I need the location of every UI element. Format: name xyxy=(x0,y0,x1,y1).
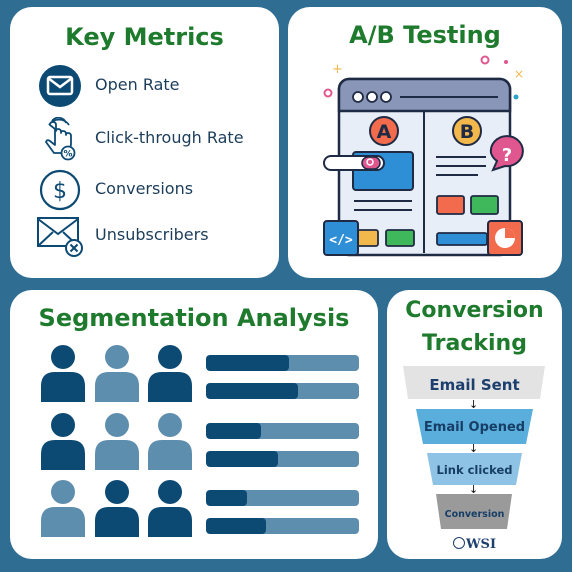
down-arrow-icon: ↓ xyxy=(469,483,479,496)
metric-label: Unsubscribers xyxy=(95,225,209,244)
segment-bar-fill xyxy=(206,518,266,534)
person-icon xyxy=(94,412,140,470)
metric-click-through-rate: % Click-through Rate xyxy=(10,117,279,161)
svg-text:$: $ xyxy=(53,179,67,204)
search-icon xyxy=(366,158,374,166)
segment-bar-fill xyxy=(206,490,248,506)
svg-text:</>: </> xyxy=(329,233,353,248)
person-icon xyxy=(147,479,193,537)
conversion-tracking-card: Conversion Tracking Email Sent ↓ Email O… xyxy=(387,290,562,559)
hand-click-icon: % xyxy=(45,117,76,161)
envelope-icon xyxy=(39,65,81,107)
key-metrics-card: Key Metrics Open Rate % Click-through Ra… xyxy=(10,7,279,278)
svg-text:%: % xyxy=(63,150,72,160)
segment-bar xyxy=(206,451,359,467)
stage-email-opened: Email Opened xyxy=(423,420,526,435)
segment-bar xyxy=(206,490,359,506)
segment-bar-fill xyxy=(206,423,262,439)
stage-conversion: Conversion xyxy=(444,509,505,520)
sparkle-decoration: + × xyxy=(323,55,524,100)
metric-unsubscribers: Unsubscribers xyxy=(10,214,279,258)
key-metrics-title: Key Metrics xyxy=(65,23,224,51)
funnel-stage-2 xyxy=(416,409,533,444)
down-arrow-icon: ↓ xyxy=(469,398,479,411)
segmentation-title: Segmentation Analysis xyxy=(38,304,350,332)
segment-bar-fill xyxy=(206,383,298,399)
segment-bar xyxy=(206,355,359,371)
segment-bar-fill xyxy=(206,451,278,467)
segment-bar xyxy=(206,518,359,534)
person-icon xyxy=(40,344,86,402)
metric-conversions: $ Conversions xyxy=(10,168,279,212)
wsi-logo: WSI xyxy=(387,537,562,552)
metric-label: Open Rate xyxy=(95,75,180,94)
globe-icon xyxy=(452,537,465,549)
funnel-stage-4 xyxy=(436,494,512,529)
segmentation-card: Segmentation Analysis xyxy=(10,290,378,559)
dollar-icon: $ xyxy=(39,169,81,211)
ab-testing-card: A/B Testing + × A </> B xyxy=(288,7,562,278)
variant-a-label: A xyxy=(377,121,392,143)
metric-label: Conversions xyxy=(95,179,194,198)
person-icon xyxy=(94,344,140,402)
svg-text:+: + xyxy=(332,62,343,77)
ab-test-illustration: + × A </> B xyxy=(323,55,524,257)
metric-label: Click-through Rate xyxy=(95,128,244,147)
title-line-2: Tracking xyxy=(422,331,527,356)
conversion-funnel xyxy=(403,366,545,529)
svg-text:×: × xyxy=(514,67,524,81)
envelope-x-icon xyxy=(37,217,83,257)
funnel-stage-1 xyxy=(403,366,545,399)
code-icon xyxy=(323,220,359,256)
brand-name: WSI xyxy=(465,537,497,552)
funnel-stage-3 xyxy=(427,453,522,485)
down-arrow-icon: ↓ xyxy=(469,442,479,455)
segment-bar xyxy=(206,423,359,439)
variant-b-label: B xyxy=(460,121,474,143)
person-icon xyxy=(40,412,86,470)
segment-bar-fill xyxy=(206,355,289,371)
metric-open-rate: Open Rate xyxy=(10,64,279,108)
person-icon xyxy=(147,412,193,470)
conversion-tracking-title: Conversion Tracking xyxy=(387,294,562,360)
stage-link-clicked: Link clicked xyxy=(436,463,513,477)
stage-email-sent: Email Sent xyxy=(429,376,520,394)
ab-testing-title: A/B Testing xyxy=(349,21,501,49)
title-line-1: Conversion xyxy=(405,298,544,323)
person-icon xyxy=(94,479,140,537)
person-icon xyxy=(147,344,193,402)
person-icon xyxy=(40,479,86,537)
question-icon: ? xyxy=(502,145,512,166)
segment-bar xyxy=(206,383,359,399)
